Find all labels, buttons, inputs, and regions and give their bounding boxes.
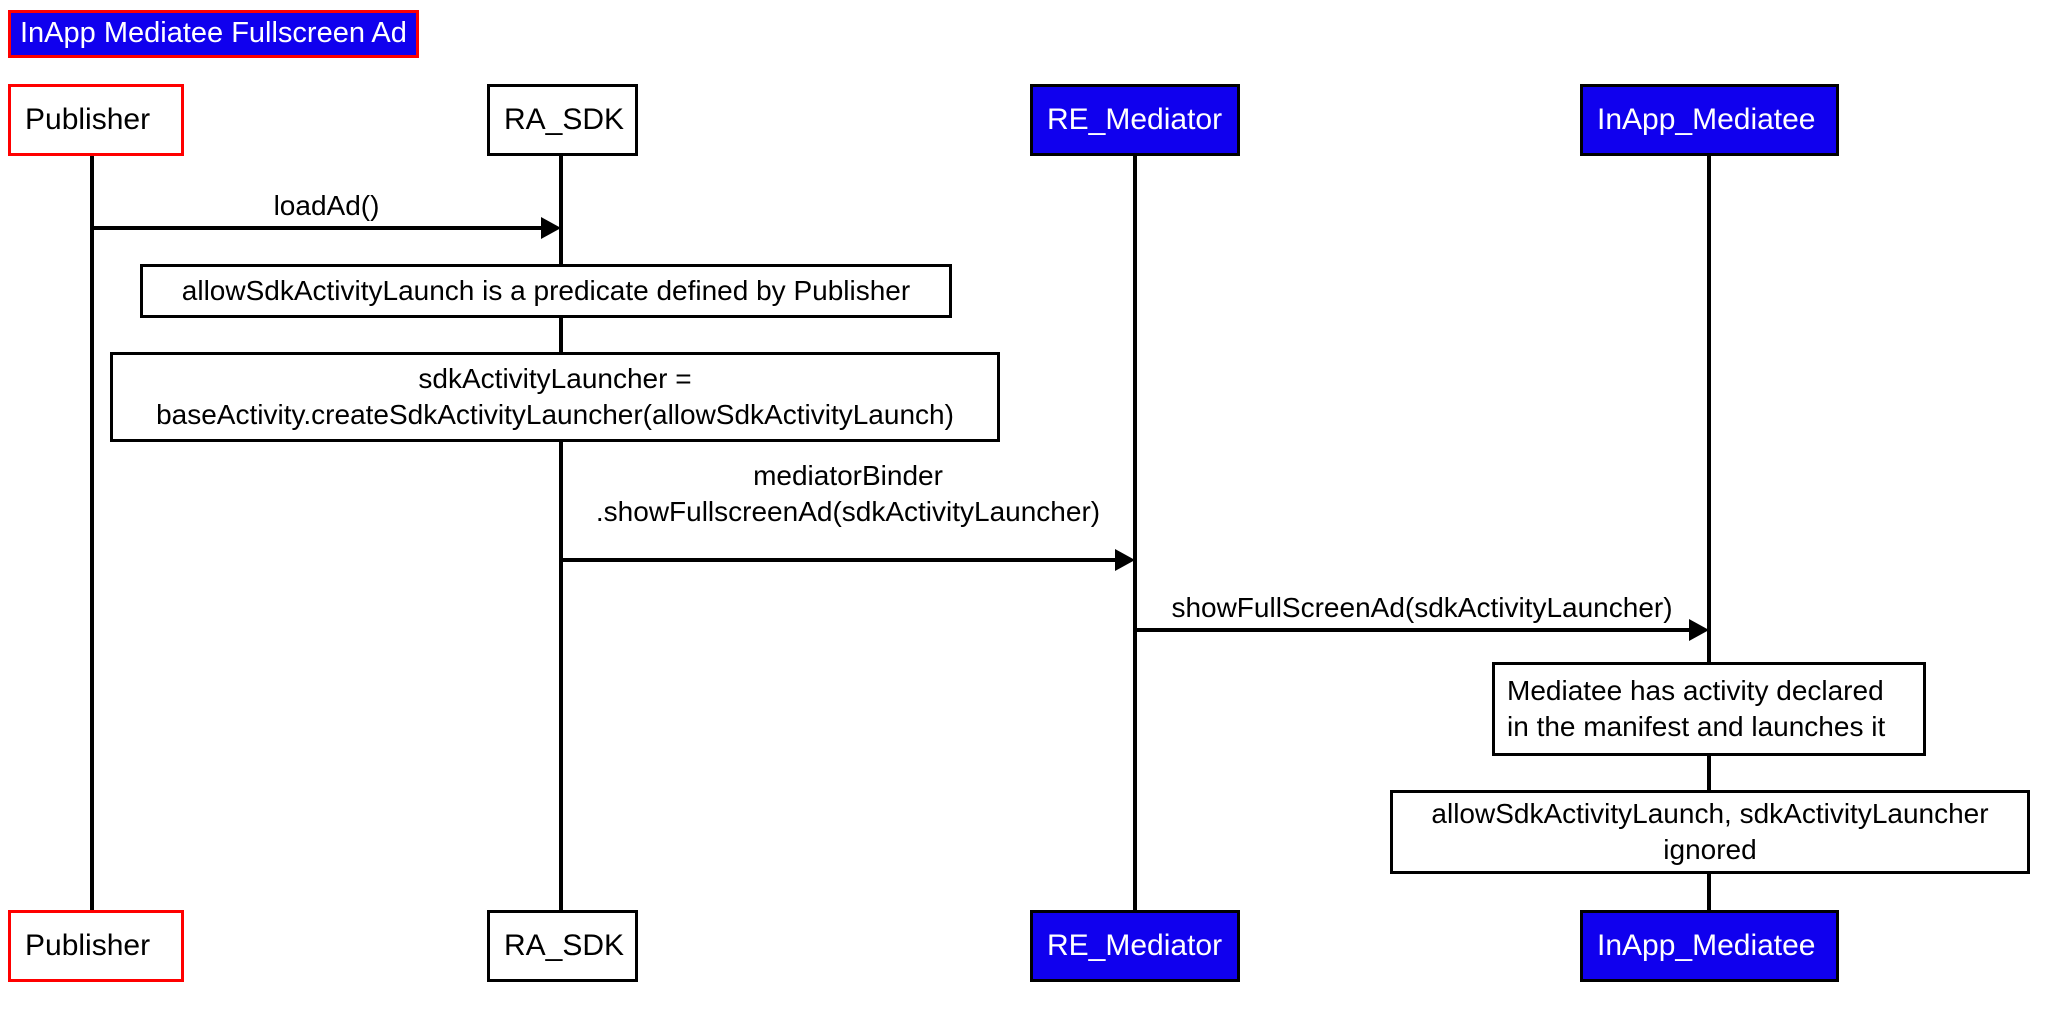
- message-arrowhead-load-ad: [541, 217, 561, 239]
- lifeline-re-mediator: [1133, 155, 1137, 910]
- participant-inapp-mediatee-header[interactable]: InApp_Mediatee: [1580, 84, 1839, 156]
- note-launcher-line-1: sdkActivityLauncher =: [418, 363, 692, 394]
- note-predicate-line-1: allowSdkActivityLaunch is a predicate de…: [181, 275, 911, 306]
- lifeline-inapp-mediatee: [1707, 155, 1711, 910]
- diagram-title-banner: InApp Mediatee Fullscreen Ad: [8, 10, 419, 58]
- participant-publisher-header[interactable]: Publisher: [8, 84, 184, 156]
- message-label-show-fullscreen-ad-line-1: mediatorBinder: [753, 460, 943, 491]
- participant-publisher-footer[interactable]: Publisher: [8, 910, 184, 982]
- note-launcher: sdkActivityLauncher = baseActivity.creat…: [110, 352, 1000, 442]
- message-arrowhead-show-fullscreen-ad: [1115, 549, 1135, 571]
- note-ignored-line-2: ignored: [1663, 834, 1757, 865]
- note-launcher-line-2: baseActivity.createSdkActivityLauncher(a…: [156, 399, 954, 430]
- participant-inapp-mediatee-footer[interactable]: InApp_Mediatee: [1580, 910, 1839, 982]
- participant-re-mediator-header[interactable]: RE_Mediator: [1030, 84, 1240, 156]
- note-ignored: allowSdkActivityLaunch, sdkActivityLaunc…: [1390, 790, 2030, 874]
- message-line-load-ad: [92, 226, 542, 230]
- participant-ra-sdk-header[interactable]: RA_SDK: [487, 84, 638, 156]
- message-label-show-full-screen-ad: showFullScreenAd(sdkActivityLauncher): [1171, 592, 1673, 623]
- message-line-show-fullscreen-ad: [561, 558, 1116, 562]
- message-line-show-full-screen-ad: [1135, 628, 1690, 632]
- message-label-show-fullscreen-ad-line-2: .showFullscreenAd(sdkActivityLauncher): [595, 496, 1101, 527]
- message-arrowhead-show-full-screen-ad: [1689, 619, 1709, 641]
- note-manifest-line-2: in the manifest and launches it: [1507, 711, 1886, 742]
- lifeline-ra-sdk: [559, 155, 563, 910]
- lifeline-publisher: [90, 155, 94, 910]
- message-label-load-ad: loadAd(): [273, 190, 380, 221]
- note-manifest: Mediatee has activity declared in the ma…: [1492, 662, 1926, 756]
- note-ignored-line-1: allowSdkActivityLaunch, sdkActivityLaunc…: [1431, 798, 1989, 829]
- participant-ra-sdk-footer[interactable]: RA_SDK: [487, 910, 638, 982]
- participant-re-mediator-footer[interactable]: RE_Mediator: [1030, 910, 1240, 982]
- note-predicate: allowSdkActivityLaunch is a predicate de…: [140, 264, 952, 318]
- note-manifest-line-1: Mediatee has activity declared: [1507, 675, 1884, 706]
